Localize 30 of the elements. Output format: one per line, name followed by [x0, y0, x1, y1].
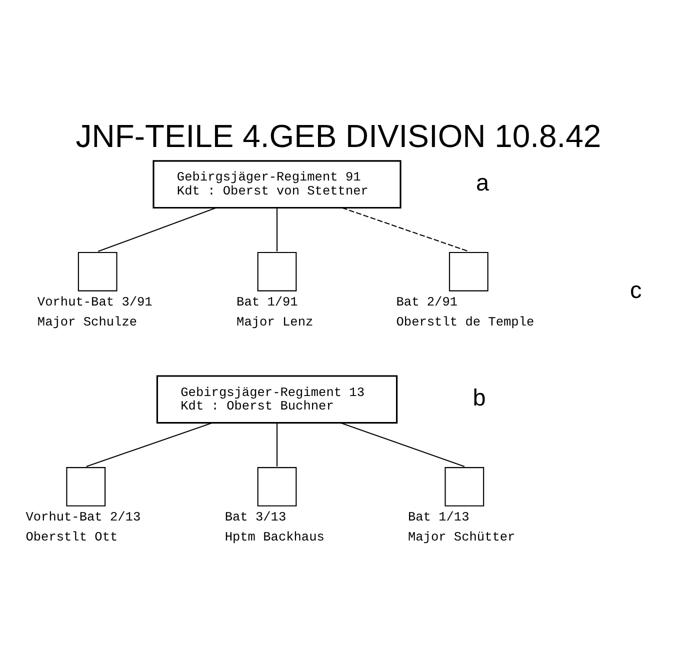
- node-label: Vorhut-Bat 3/91: [37, 294, 152, 309]
- diagram-title: JNF-TEILE 4.GEB DIVISION 10.8.42: [76, 118, 602, 154]
- node-box: Gebirgsjäger-Regiment 91 Kdt : Oberst von Stettner: [152, 160, 402, 208]
- connector: [276, 208, 278, 251]
- node-box: [448, 251, 488, 291]
- node-label: Bat 1/13: [408, 508, 470, 524]
- node-box: [66, 466, 106, 506]
- node-label: Oberstlt de Temple: [396, 314, 534, 330]
- node-label: Major Lenz: [236, 314, 314, 330]
- node-label: Bat 3/13: [224, 508, 286, 524]
- connector: [98, 206, 216, 252]
- node-box: [444, 466, 484, 506]
- node-label: Vorhut-Bat 2/13: [26, 508, 141, 524]
- connector: [86, 422, 212, 466]
- label: c: [630, 276, 642, 302]
- label: b: [472, 384, 486, 410]
- connector: [340, 422, 465, 466]
- node-label: Major Schütter: [408, 529, 516, 544]
- node-label: Major Schulze: [37, 314, 138, 330]
- connector: [342, 206, 469, 252]
- node-label: Oberstlt Ott: [26, 529, 118, 544]
- node-label: Bat 2/91: [396, 294, 458, 309]
- node-box: [257, 251, 297, 291]
- node-label: Hptm Backhaus: [224, 529, 324, 544]
- connector: [276, 422, 278, 466]
- node-box: [78, 251, 118, 291]
- label: a: [476, 168, 490, 195]
- node-label: Bat 1/91: [236, 294, 298, 309]
- node-box: [257, 466, 297, 506]
- node-box: Gebirgsjäger-Regiment 13 Kdt : Oberst Buchner: [156, 374, 398, 424]
